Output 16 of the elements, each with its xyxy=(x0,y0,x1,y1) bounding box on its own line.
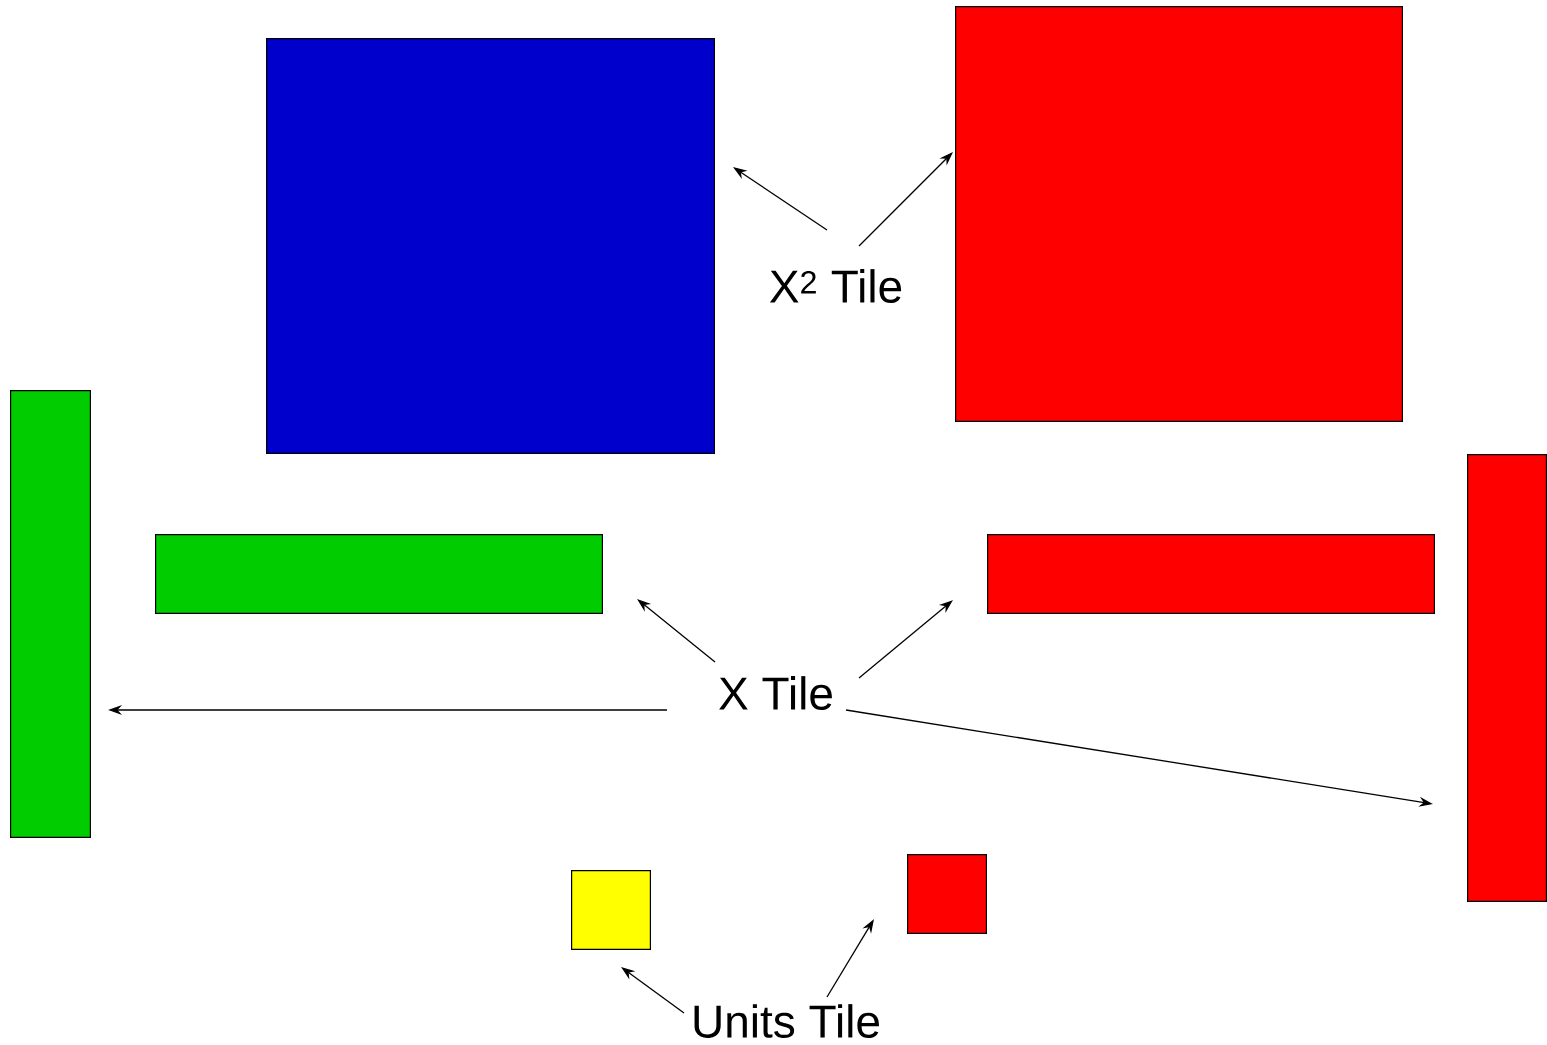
tile xyxy=(571,870,651,950)
tile xyxy=(266,38,715,454)
arrow xyxy=(621,967,685,1014)
tile xyxy=(10,390,91,838)
arrow xyxy=(637,599,716,663)
arrow xyxy=(858,152,953,247)
arrow xyxy=(733,167,828,231)
tile xyxy=(987,534,1435,614)
arrow xyxy=(858,600,953,679)
tile xyxy=(155,534,603,614)
tile xyxy=(955,6,1403,422)
tile-label: X Tile xyxy=(719,676,832,710)
tile xyxy=(907,854,987,934)
tile xyxy=(1467,454,1547,902)
tile-label: Units Tile xyxy=(694,1004,879,1038)
tile-label: X$^{2}$ Tile xyxy=(769,269,902,303)
